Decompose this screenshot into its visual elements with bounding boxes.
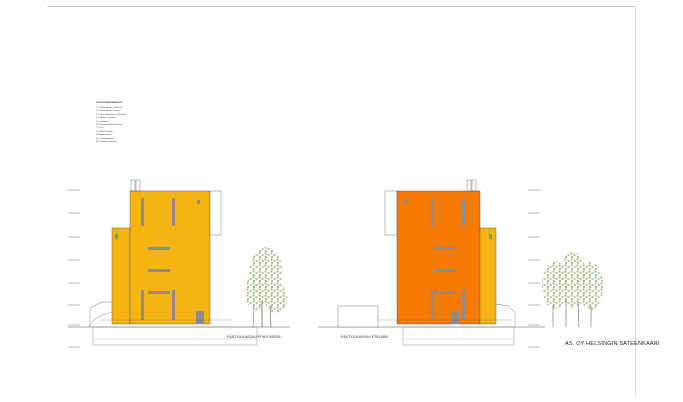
small-shed [337, 305, 379, 328]
ramp-railing [495, 303, 516, 313]
window-strip [141, 198, 144, 226]
note-line: 1. Vuorilaudoitus, keltainen [96, 106, 123, 109]
yellow-wing-left [111, 227, 131, 325]
note-line: 6. Ikkunat, harmaat puitteet [96, 123, 123, 126]
window-band [148, 247, 170, 250]
chimney [471, 179, 477, 192]
window-strip [172, 198, 175, 226]
foundation [402, 326, 515, 346]
window-band [434, 269, 456, 272]
chimney [135, 179, 141, 192]
tree-crown [265, 283, 287, 313]
notes-title: JULKISIVUMATERIAALIT [96, 102, 123, 104]
window-strip [431, 290, 434, 320]
note-line: 8. Sokkeli, betoni [96, 130, 113, 133]
terrain-line [87, 311, 113, 328]
note-line: 11. Katoksen rakenne [96, 140, 118, 143]
window-strip [141, 290, 144, 320]
foundation [92, 326, 258, 346]
caption-north-elevation: PÄÄTYJULKISIVU POHJOISEEN [227, 335, 281, 339]
level-markers-left [68, 189, 80, 348]
window-slot [404, 200, 407, 204]
tree-crown [245, 274, 269, 310]
window-strip [462, 290, 465, 320]
note-line: 7. Ovet [96, 127, 104, 130]
tree-south [542, 252, 603, 328]
window-slot [197, 200, 200, 204]
window-strip [462, 198, 465, 226]
level-markers-right [528, 189, 540, 348]
tree-trunk [252, 307, 255, 328]
note-line: 3. Kuitusementtilevy, valkoinen [96, 113, 126, 116]
note-line: 9. Aurinkosuojat [96, 134, 112, 137]
material-notes: JULKISIVUMATERIAALIT 1. Vuorilaudoitus, … [96, 102, 216, 144]
window-strip [431, 198, 434, 226]
caption-south-elevation: PÄÄTYJULKISIVU ETELÄÄN [341, 335, 388, 339]
window-band [148, 269, 170, 272]
ramp-railing [89, 301, 112, 309]
drawing-sheet [47, 6, 636, 395]
window-slot [115, 234, 118, 239]
orange-main-volume [396, 190, 481, 325]
tree-trunk [269, 304, 272, 328]
north-elevation [68, 179, 290, 348]
tree-north [245, 247, 287, 328]
window-strip [172, 290, 175, 320]
tree-trunk [577, 301, 580, 328]
note-line: 4. Peltikate, harmaa [96, 117, 116, 120]
window-band [434, 291, 456, 294]
chimney [466, 179, 472, 192]
entrance-door [196, 311, 204, 324]
note-line: 10. Tuuletusputket [96, 137, 114, 140]
chimney [130, 179, 136, 192]
note-line: 5. Lasikaide [96, 120, 108, 123]
white-upper-block [209, 190, 222, 236]
window-band [434, 247, 456, 250]
window-band [148, 291, 170, 294]
tree-crown [579, 262, 603, 310]
project-title: AS. OY HELSINGIN SATEENKAARI [565, 341, 660, 347]
note-line: 2. Vuorilaudoitus, oranssi [96, 110, 121, 113]
yellow-wing-right [479, 227, 497, 325]
white-upper-block [384, 190, 398, 236]
south-elevation [318, 179, 603, 348]
window-slot [489, 234, 492, 239]
entrance-door [451, 311, 459, 324]
